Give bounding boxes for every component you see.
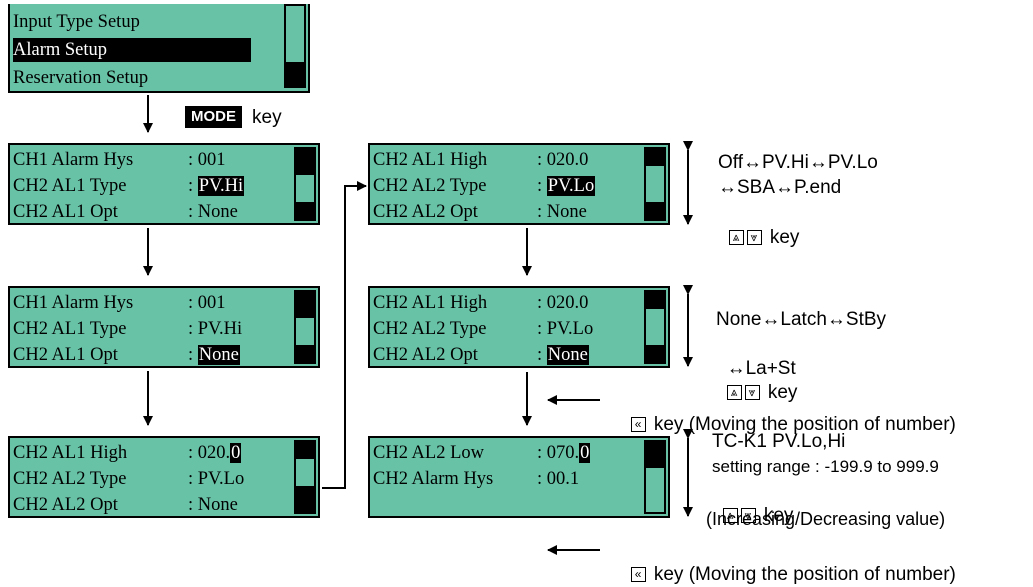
flow-arrows — [143, 95, 693, 555]
row-value: : PV.Hi — [188, 319, 243, 339]
scrollbar-thumb — [296, 292, 314, 318]
scrollbar — [644, 147, 666, 221]
scrollbar-thumb — [646, 345, 664, 362]
row-label: CH2 AL2 Opt — [13, 495, 118, 515]
row-value: : 070.0 — [537, 443, 591, 463]
row-value: : None — [188, 202, 238, 222]
scrollbar-thumb — [646, 149, 664, 166]
double-up-key-icon: ⩓ — [726, 385, 742, 401]
double-left-key-icon: « — [630, 417, 646, 433]
scrollbar — [644, 440, 666, 514]
range-line2: setting range : -199.9 to 999.9 — [712, 457, 939, 476]
row-label: CH2 AL2 Opt — [373, 345, 478, 365]
scrollbar-thumb — [296, 345, 314, 362]
screen-ch2-al1-opt: CH1 Alarm Hys : 001 CH2 AL1 Type : PV.Hi… — [8, 286, 320, 368]
row-label: CH1 Alarm Hys — [13, 150, 134, 170]
row-label: CH2 AL1 Type — [13, 319, 127, 339]
scrollbar-thumb — [646, 442, 664, 468]
scrollbar-thumb — [296, 486, 314, 512]
row-value: : None — [537, 345, 589, 365]
row-value: : None — [188, 495, 238, 515]
row-label: CH2 AL1 High — [13, 443, 128, 463]
menu-screen: Input Type Setup Alarm Setup Reservation… — [8, 4, 310, 93]
range-line4: (Increasing/Decreasing value) — [706, 509, 946, 529]
row-label: CH2 AL1 High — [373, 150, 488, 170]
row-value: : PV.Lo — [188, 469, 245, 489]
row-label: CH2 AL2 Type — [13, 469, 127, 489]
row-value: : 001 — [188, 150, 226, 170]
row-label: CH1 Alarm Hys — [13, 293, 134, 313]
screen-ch2-al1-type: CH1 Alarm Hys : 001 CH2 AL1 Type : PV.Hi… — [8, 143, 320, 225]
range-line1: TC-K1 PV.Lo,Hi — [712, 431, 846, 452]
double-left-key-icon: « — [630, 567, 646, 583]
menu-item-input-type-setup: Input Type Setup — [13, 12, 140, 32]
opt-options-line1: None↔Latch↔StBy — [716, 309, 887, 330]
opt-options-line2-row: ↔La+St ⩓⩔ key — [726, 358, 798, 403]
row-value: : 001 — [188, 293, 226, 313]
row-value: : 020.0 — [188, 443, 242, 463]
mode-key-label: key — [252, 107, 282, 128]
menu-item-alarm-setup: Alarm Setup — [13, 38, 251, 62]
double-up-key-icon: ⩓ — [728, 230, 744, 246]
move-key-note-2: « key (Moving the position of number) — [620, 539, 956, 587]
double-up-key-icon: ⩓ — [722, 508, 738, 524]
highlighted-value: None — [546, 345, 589, 365]
scrollbar-thumb — [646, 292, 664, 309]
row-label: CH2 AL1 Type — [13, 176, 127, 196]
menu-scrollbar-thumb — [286, 62, 304, 86]
menu-scrollbar — [284, 4, 306, 88]
double-down-key-icon: ⩔ — [744, 385, 760, 401]
double-down-key-icon: ⩔ — [740, 508, 756, 524]
screen-ch2-al2-type: CH2 AL1 High : 020.0 CH2 AL2 Type : PV.L… — [368, 143, 670, 225]
menu-item-reservation-setup: Reservation Setup — [13, 68, 149, 88]
row-label: CH2 AL2 Type — [373, 319, 487, 339]
row-value: : 020.0 — [537, 150, 589, 170]
scrollbar — [294, 290, 316, 364]
row-label: CH2 Alarm Hys — [373, 469, 494, 489]
scrollbar-thumb — [296, 442, 314, 459]
row-value: : PV.Hi — [188, 176, 245, 196]
row-value: : PV.Lo — [537, 176, 596, 196]
scrollbar — [294, 147, 316, 221]
row-value: : None — [188, 345, 240, 365]
type-options-line2: ↔SBA↔P.end — [718, 177, 842, 198]
row-label: CH2 AL2 Type — [373, 176, 487, 196]
type-key-note: ⩓⩔ key — [718, 202, 799, 250]
cursor-digit: 0 — [230, 443, 242, 463]
move-key-note-1: « key (Moving the position of number) — [620, 389, 956, 437]
row-value: : PV.Lo — [537, 319, 594, 339]
highlighted-value: PV.Lo — [546, 176, 596, 196]
row-value: : 00.1 — [537, 469, 580, 489]
type-options-line1: Off↔PV.Hi↔PV.Lo — [718, 152, 878, 173]
scrollbar-thumb — [296, 202, 314, 219]
row-label: CH2 AL2 Low — [373, 443, 484, 463]
row-label: CH2 AL1 Opt — [13, 202, 118, 222]
scrollbar-thumb — [646, 202, 664, 219]
scrollbar — [294, 440, 316, 514]
row-value: : 020.0 — [537, 293, 589, 313]
row-label: CH2 AL1 High — [373, 293, 488, 313]
opt-options-line2: ↔La+St — [726, 358, 796, 379]
highlighted-value: None — [197, 345, 240, 365]
scrollbar-thumb — [296, 149, 314, 175]
screen-ch2-al2-opt: CH2 AL1 High : 020.0 CH2 AL2 Type : PV.L… — [368, 286, 670, 368]
highlighted-value: PV.Hi — [197, 176, 245, 196]
range-key-note: ⩓⩔ key — [712, 480, 793, 528]
screen-ch2-al2-low: CH2 AL2 Low : 070.0 CH2 Alarm Hys : 00.1 — [368, 436, 670, 518]
screen-ch2-al1-high: CH2 AL1 High : 020.0 CH2 AL2 Type : PV.L… — [8, 436, 320, 518]
mode-key-icon: MODE — [185, 106, 242, 128]
row-label: CH2 AL1 Opt — [13, 345, 118, 365]
scrollbar — [644, 290, 666, 364]
row-value: : None — [537, 202, 587, 222]
connector-arrow — [322, 185, 356, 489]
cursor-digit: 0 — [579, 443, 591, 463]
double-down-key-icon: ⩔ — [746, 230, 762, 246]
row-label: CH2 AL2 Opt — [373, 202, 478, 222]
